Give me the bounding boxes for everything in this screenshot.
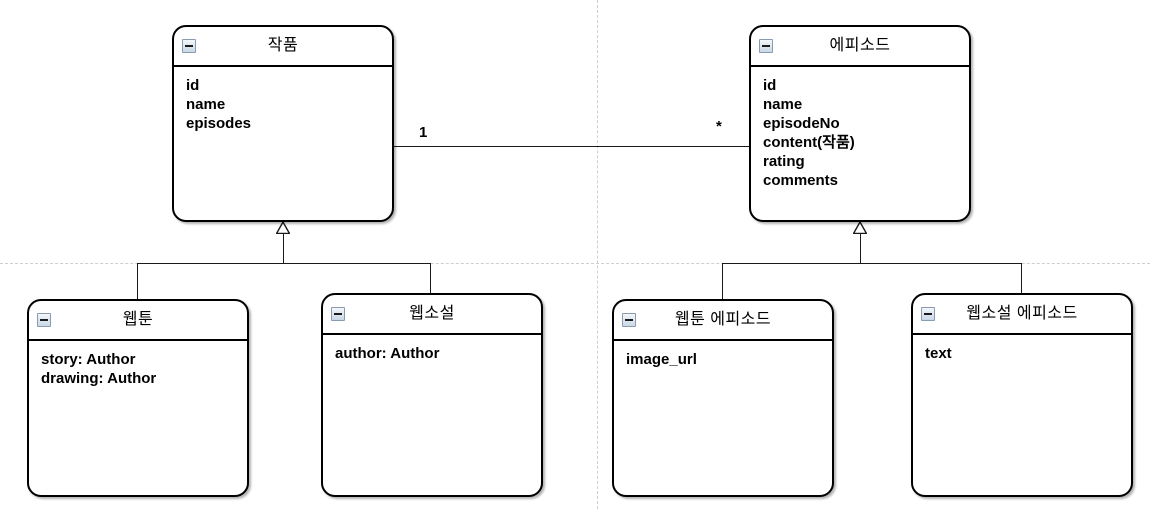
generalization-branch-webnovel-episode [1021,263,1022,293]
class-attributes-episode: id name episodeNo content(작품) rating com… [751,67,969,190]
generalization-stem-work [283,233,284,264]
class-header-webnovel-episode: 웹소설 에피소드 [913,295,1131,335]
class-title-webtoon: 웹툰 [122,311,154,328]
class-attribute: story: Author [41,351,136,368]
class-attributes-webnovel: author: Author [323,335,541,363]
class-title-webtoon-episode: 웹툰 에피소드 [674,311,772,328]
generalization-bar-episode [722,263,1021,264]
class-box-work[interactable]: 작품 id name episodes [172,25,394,222]
class-box-webnovel-episode[interactable]: 웹소설 에피소드 text [911,293,1133,497]
class-title-webnovel: 웹소설 [409,305,455,322]
class-attribute: id [186,77,200,94]
class-box-webtoon-episode[interactable]: 웹툰 에피소드 image_url [612,299,834,497]
class-box-webnovel[interactable]: 웹소설 author: Author [321,293,543,497]
collapse-minus-icon[interactable] [37,313,51,327]
generalization-branch-webtoon-episode [722,263,723,299]
class-attributes-webnovel-episode: text [913,335,1131,363]
collapse-minus-icon[interactable] [759,39,773,53]
class-header-webnovel: 웹소설 [323,295,541,335]
class-attribute: id [763,77,777,94]
class-header-webtoon: 웹툰 [29,301,247,341]
generalization-arrow-work [276,222,290,234]
collapse-minus-icon[interactable] [331,307,345,321]
class-attribute: text [925,345,952,362]
class-attribute: author: Author [335,345,440,362]
association-line-work-episode[interactable] [394,146,749,147]
class-attribute: name [186,96,226,113]
class-attribute: episodeNo [763,115,840,132]
class-header-webtoon-episode: 웹툰 에피소드 [614,301,832,341]
class-attribute: comments [763,172,839,189]
class-header-work: 작품 [174,27,392,67]
class-attribute: content(작품) [763,134,855,151]
generalization-bar-work [137,263,430,264]
generalization-stem-episode [860,233,861,264]
class-box-episode[interactable]: 에피소드 id name episodeNo content(작품) ratin… [749,25,971,222]
collapse-minus-icon[interactable] [182,39,196,53]
class-attributes-work: id name episodes [174,67,392,133]
generalization-branch-webnovel [430,263,431,293]
class-attributes-webtoon: story: Author drawing: Author [29,341,247,388]
class-box-webtoon[interactable]: 웹툰 story: Author drawing: Author [27,299,249,497]
multiplicity-target: * [716,118,722,135]
class-attributes-webtoon-episode: image_url [614,341,832,369]
generalization-arrow-episode [853,222,867,234]
class-attribute: rating [763,153,805,170]
class-header-episode: 에피소드 [751,27,969,67]
page-guide-vertical [597,0,598,509]
class-attribute: name [763,96,803,113]
class-title-episode: 에피소드 [829,37,891,54]
multiplicity-source: 1 [419,124,428,141]
page-guide-horizontal [0,263,1150,264]
class-title-work: 작품 [267,37,299,54]
collapse-minus-icon[interactable] [921,307,935,321]
class-attribute: drawing: Author [41,370,157,387]
class-attribute: episodes [186,115,252,132]
class-title-webnovel-episode: 웹소설 에피소드 [966,305,1078,322]
collapse-minus-icon[interactable] [622,313,636,327]
generalization-branch-webtoon [137,263,138,299]
class-attribute: image_url [626,351,697,368]
